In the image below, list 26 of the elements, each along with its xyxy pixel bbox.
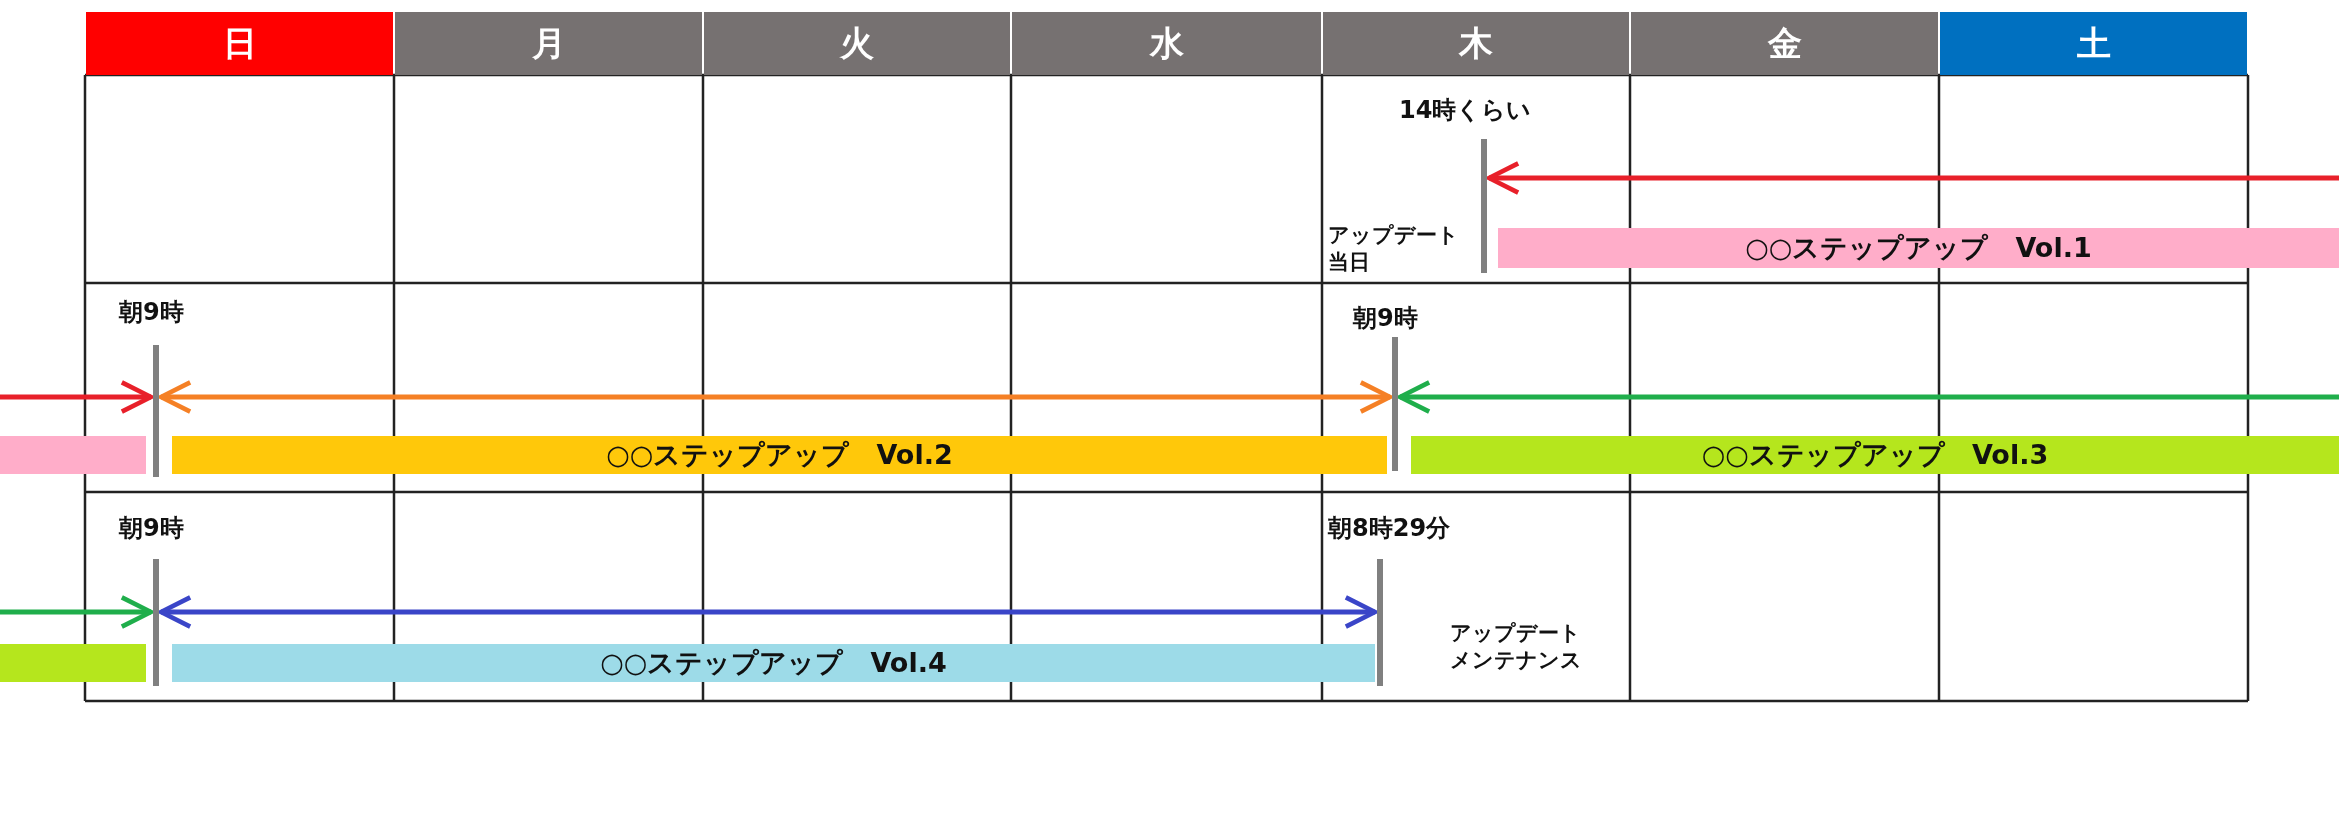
- weekday-header: 月: [395, 12, 702, 75]
- period-bar: [0, 644, 146, 682]
- arrow: [1397, 380, 2339, 414]
- arrow: [1486, 161, 2339, 195]
- weekday-header: 火: [704, 12, 1010, 75]
- period-bar: [0, 436, 146, 474]
- weekday-header: 土: [1940, 12, 2247, 75]
- time-label: 朝9時: [1353, 303, 1418, 334]
- period-bar: ○○ステップアップ Vol.4: [172, 644, 1375, 682]
- weekday-header: 金: [1631, 12, 1938, 75]
- event-note: アップデート当日: [1328, 222, 1460, 277]
- event-note: アップデートメンテナンス: [1450, 620, 1583, 675]
- weekday-header: 木: [1323, 12, 1629, 75]
- weekday-header: 水: [1012, 12, 1321, 75]
- period-bar: ○○ステップアップ Vol.1: [1498, 228, 2339, 268]
- time-label: 朝9時: [119, 297, 184, 328]
- arrow: [0, 380, 154, 414]
- period-bar: ○○ステップアップ Vol.3: [1411, 436, 2339, 474]
- time-label: 14時くらい: [1399, 95, 1532, 126]
- period-bar: ○○ステップアップ Vol.2: [172, 436, 1387, 474]
- time-label: 朝9時: [119, 513, 184, 544]
- time-label: 朝8時29分: [1328, 513, 1451, 544]
- double-arrow: [158, 595, 1378, 629]
- arrow: [0, 595, 154, 629]
- double-arrow: [158, 380, 1393, 414]
- weekday-header: 日: [86, 12, 393, 75]
